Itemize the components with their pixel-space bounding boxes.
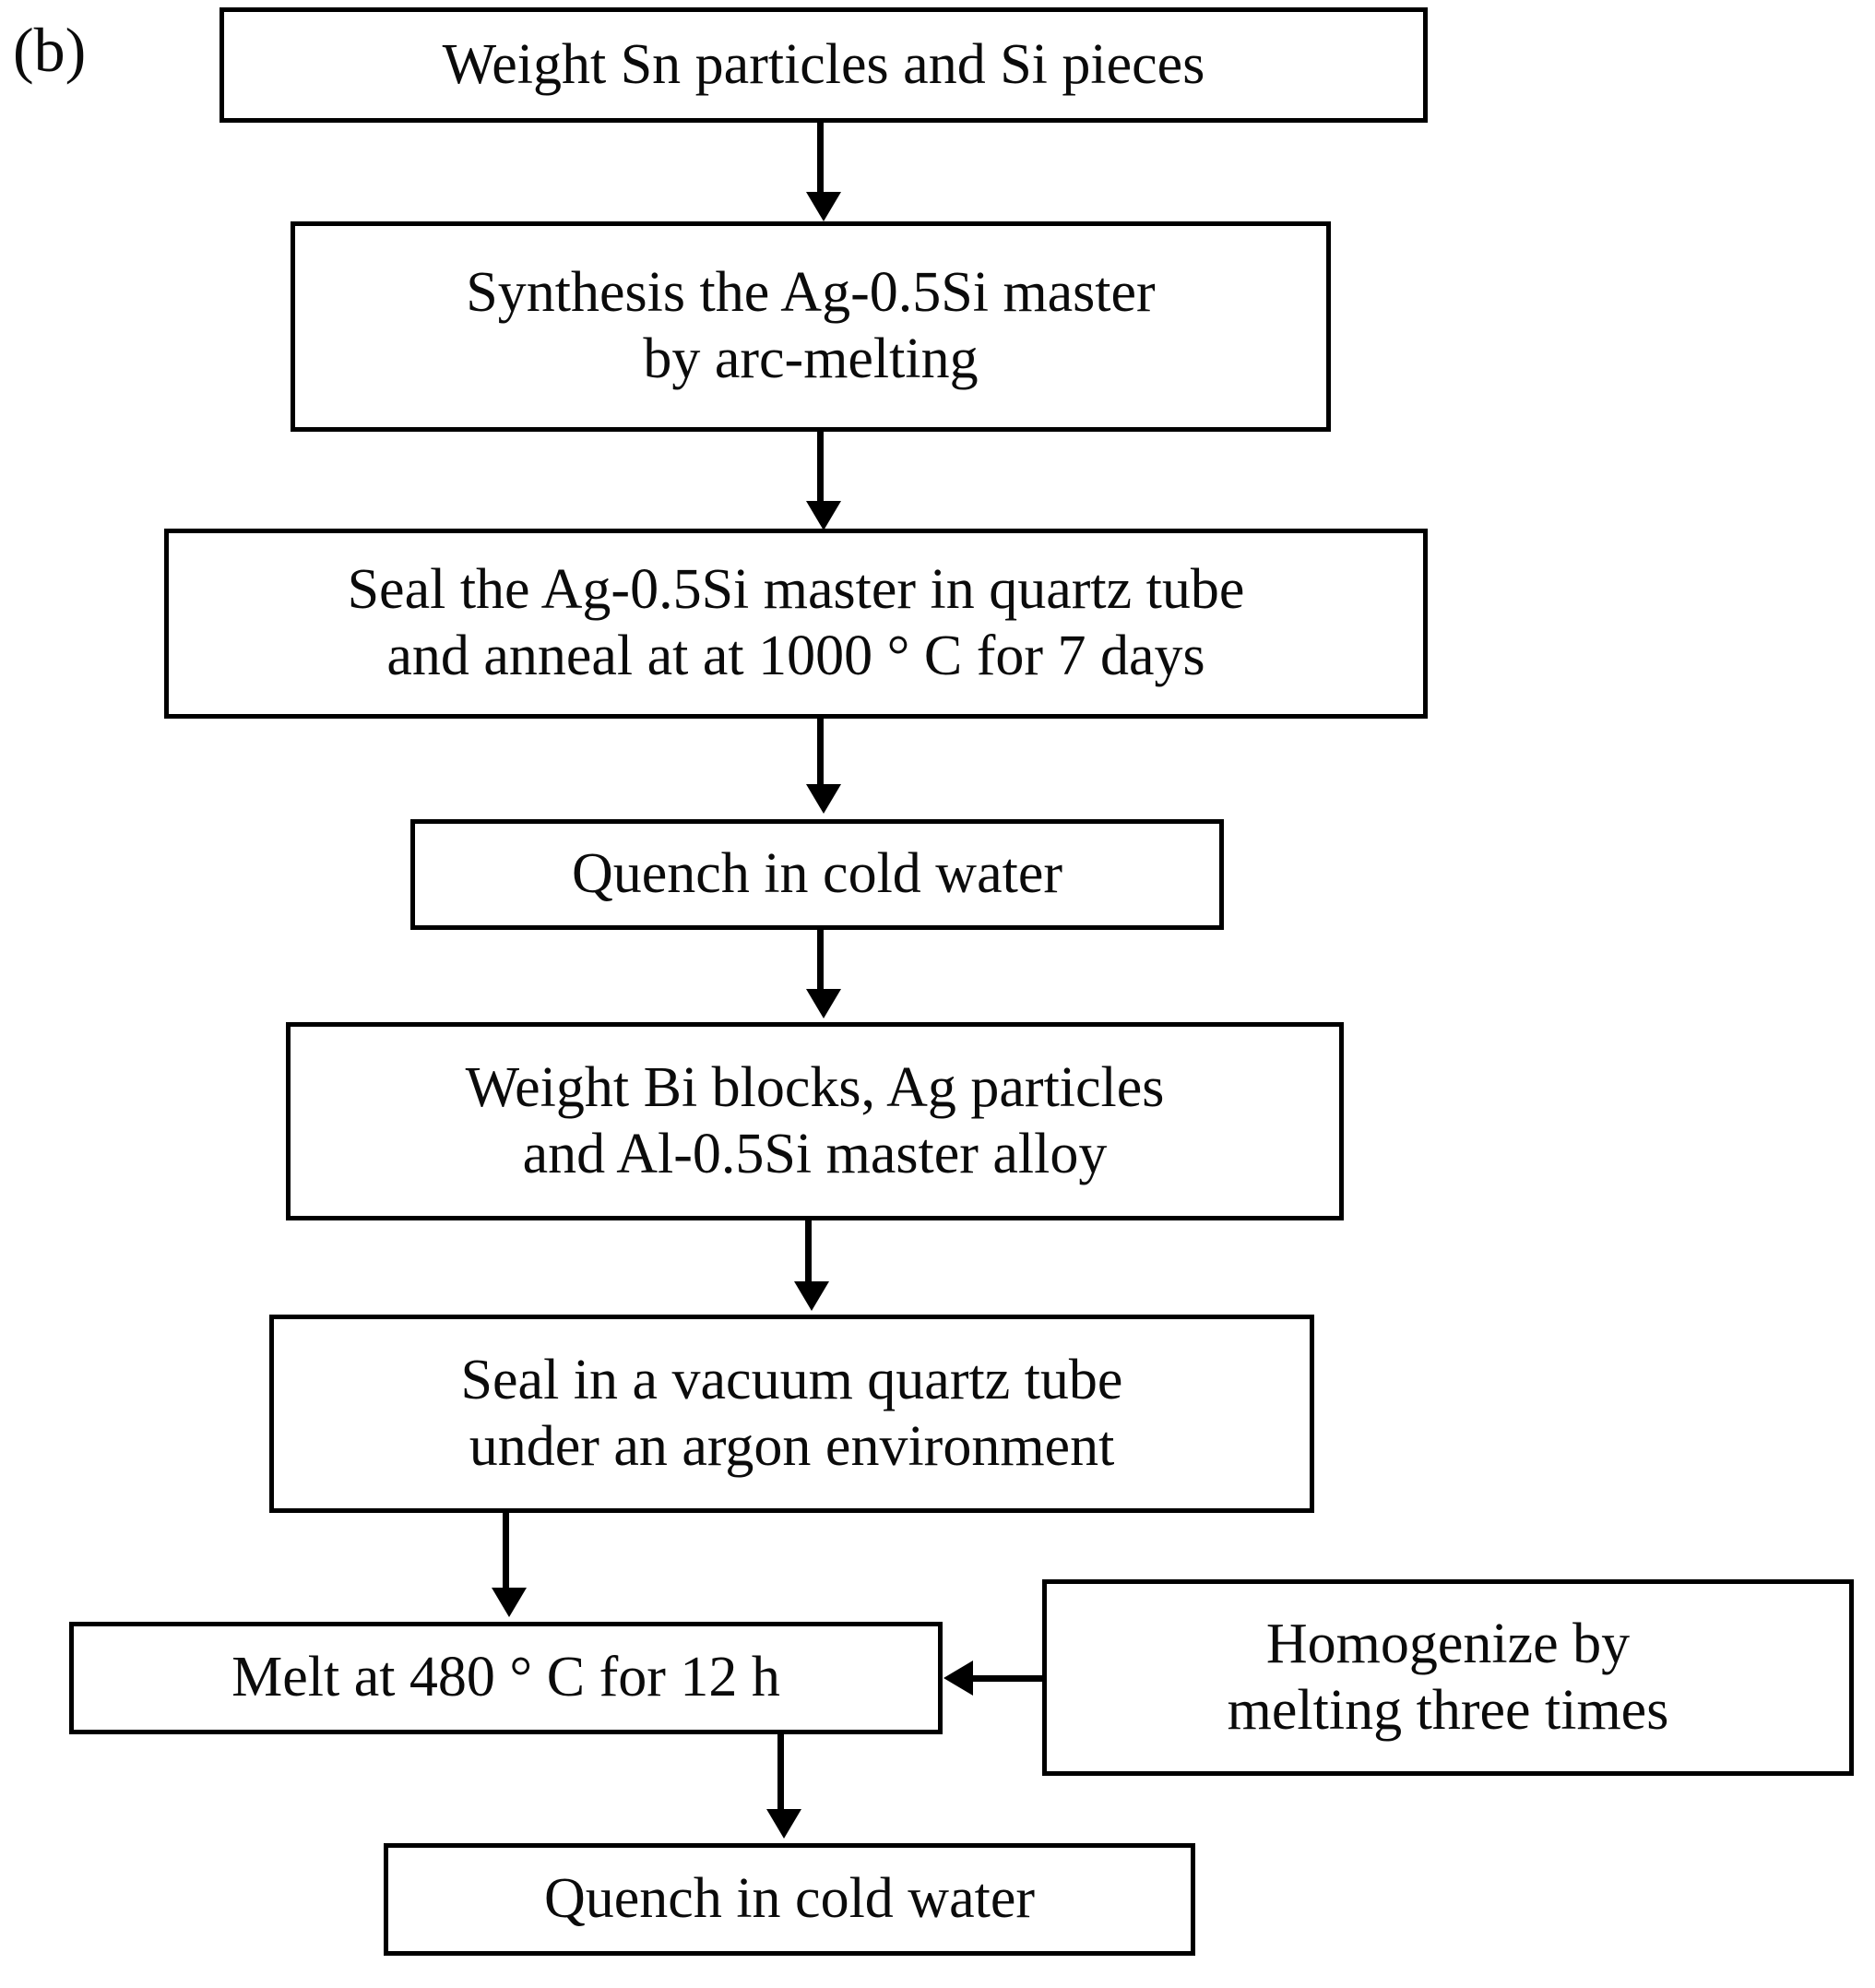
- node-quench-2-label: Quench in cold water: [544, 1867, 1035, 1931]
- node-seal-vacuum-label: Seal in a vacuum quartz tube under an ar…: [460, 1348, 1123, 1478]
- node-quench-1[interactable]: Quench in cold water: [410, 819, 1224, 930]
- arrowhead-down-icon-1: [806, 192, 841, 221]
- node-weight-sn-si-label: Weight Sn particles and Si pieces: [442, 32, 1205, 96]
- arrowhead-down-icon-7: [766, 1809, 801, 1839]
- node-quench-1-label: Quench in cold water: [572, 842, 1062, 906]
- node-seal-anneal-label: Seal the Ag-0.5Si master in quartz tube …: [347, 558, 1245, 687]
- arrowhead-left-icon-1: [943, 1661, 973, 1696]
- arrowhead-down-icon-4: [806, 989, 841, 1018]
- connector-weight-bi-ag-to-seal-vacuum: [805, 1220, 812, 1285]
- arrowhead-down-icon-5: [794, 1281, 829, 1311]
- node-weight-bi-ag[interactable]: Weight Bi blocks, Ag particles and Al-0.…: [286, 1022, 1344, 1220]
- connector-quench-1-to-weight-bi-ag: [817, 930, 824, 993]
- node-melt-480[interactable]: Melt at 480 ° C for 12 h: [69, 1622, 943, 1734]
- node-synthesis-master-label: Synthesis the Ag-0.5Si master by arc-mel…: [466, 261, 1156, 390]
- node-weight-bi-ag-label: Weight Bi blocks, Ag particles and Al-0.…: [465, 1055, 1165, 1185]
- node-homogenize[interactable]: Homogenize by melting three times: [1042, 1579, 1854, 1776]
- arrowhead-down-icon-6: [492, 1588, 527, 1617]
- node-seal-vacuum[interactable]: Seal in a vacuum quartz tube under an ar…: [269, 1315, 1314, 1513]
- node-weight-sn-si[interactable]: Weight Sn particles and Si pieces: [220, 7, 1428, 123]
- connector-homogenize-to-melt-480: [973, 1675, 1047, 1682]
- arrowhead-down-icon-2: [806, 501, 841, 530]
- node-seal-anneal[interactable]: Seal the Ag-0.5Si master in quartz tube …: [164, 529, 1428, 719]
- panel-label: (b): [13, 15, 87, 85]
- node-homogenize-label: Homogenize by melting three times: [1227, 1612, 1669, 1742]
- connector-seal-anneal-to-quench-1: [817, 719, 824, 789]
- node-quench-2[interactable]: Quench in cold water: [384, 1843, 1195, 1956]
- node-melt-480-label: Melt at 480 ° C for 12 h: [231, 1646, 780, 1709]
- connector-seal-vacuum-to-melt-480: [503, 1513, 509, 1591]
- arrowhead-down-icon-3: [806, 784, 841, 814]
- connector-weight-sn-si-to-synthesis-master: [817, 123, 824, 198]
- connector-melt-480-to-quench-2: [777, 1734, 784, 1813]
- connector-synthesis-master-to-seal-anneal: [817, 432, 824, 507]
- node-synthesis-master[interactable]: Synthesis the Ag-0.5Si master by arc-mel…: [291, 221, 1331, 432]
